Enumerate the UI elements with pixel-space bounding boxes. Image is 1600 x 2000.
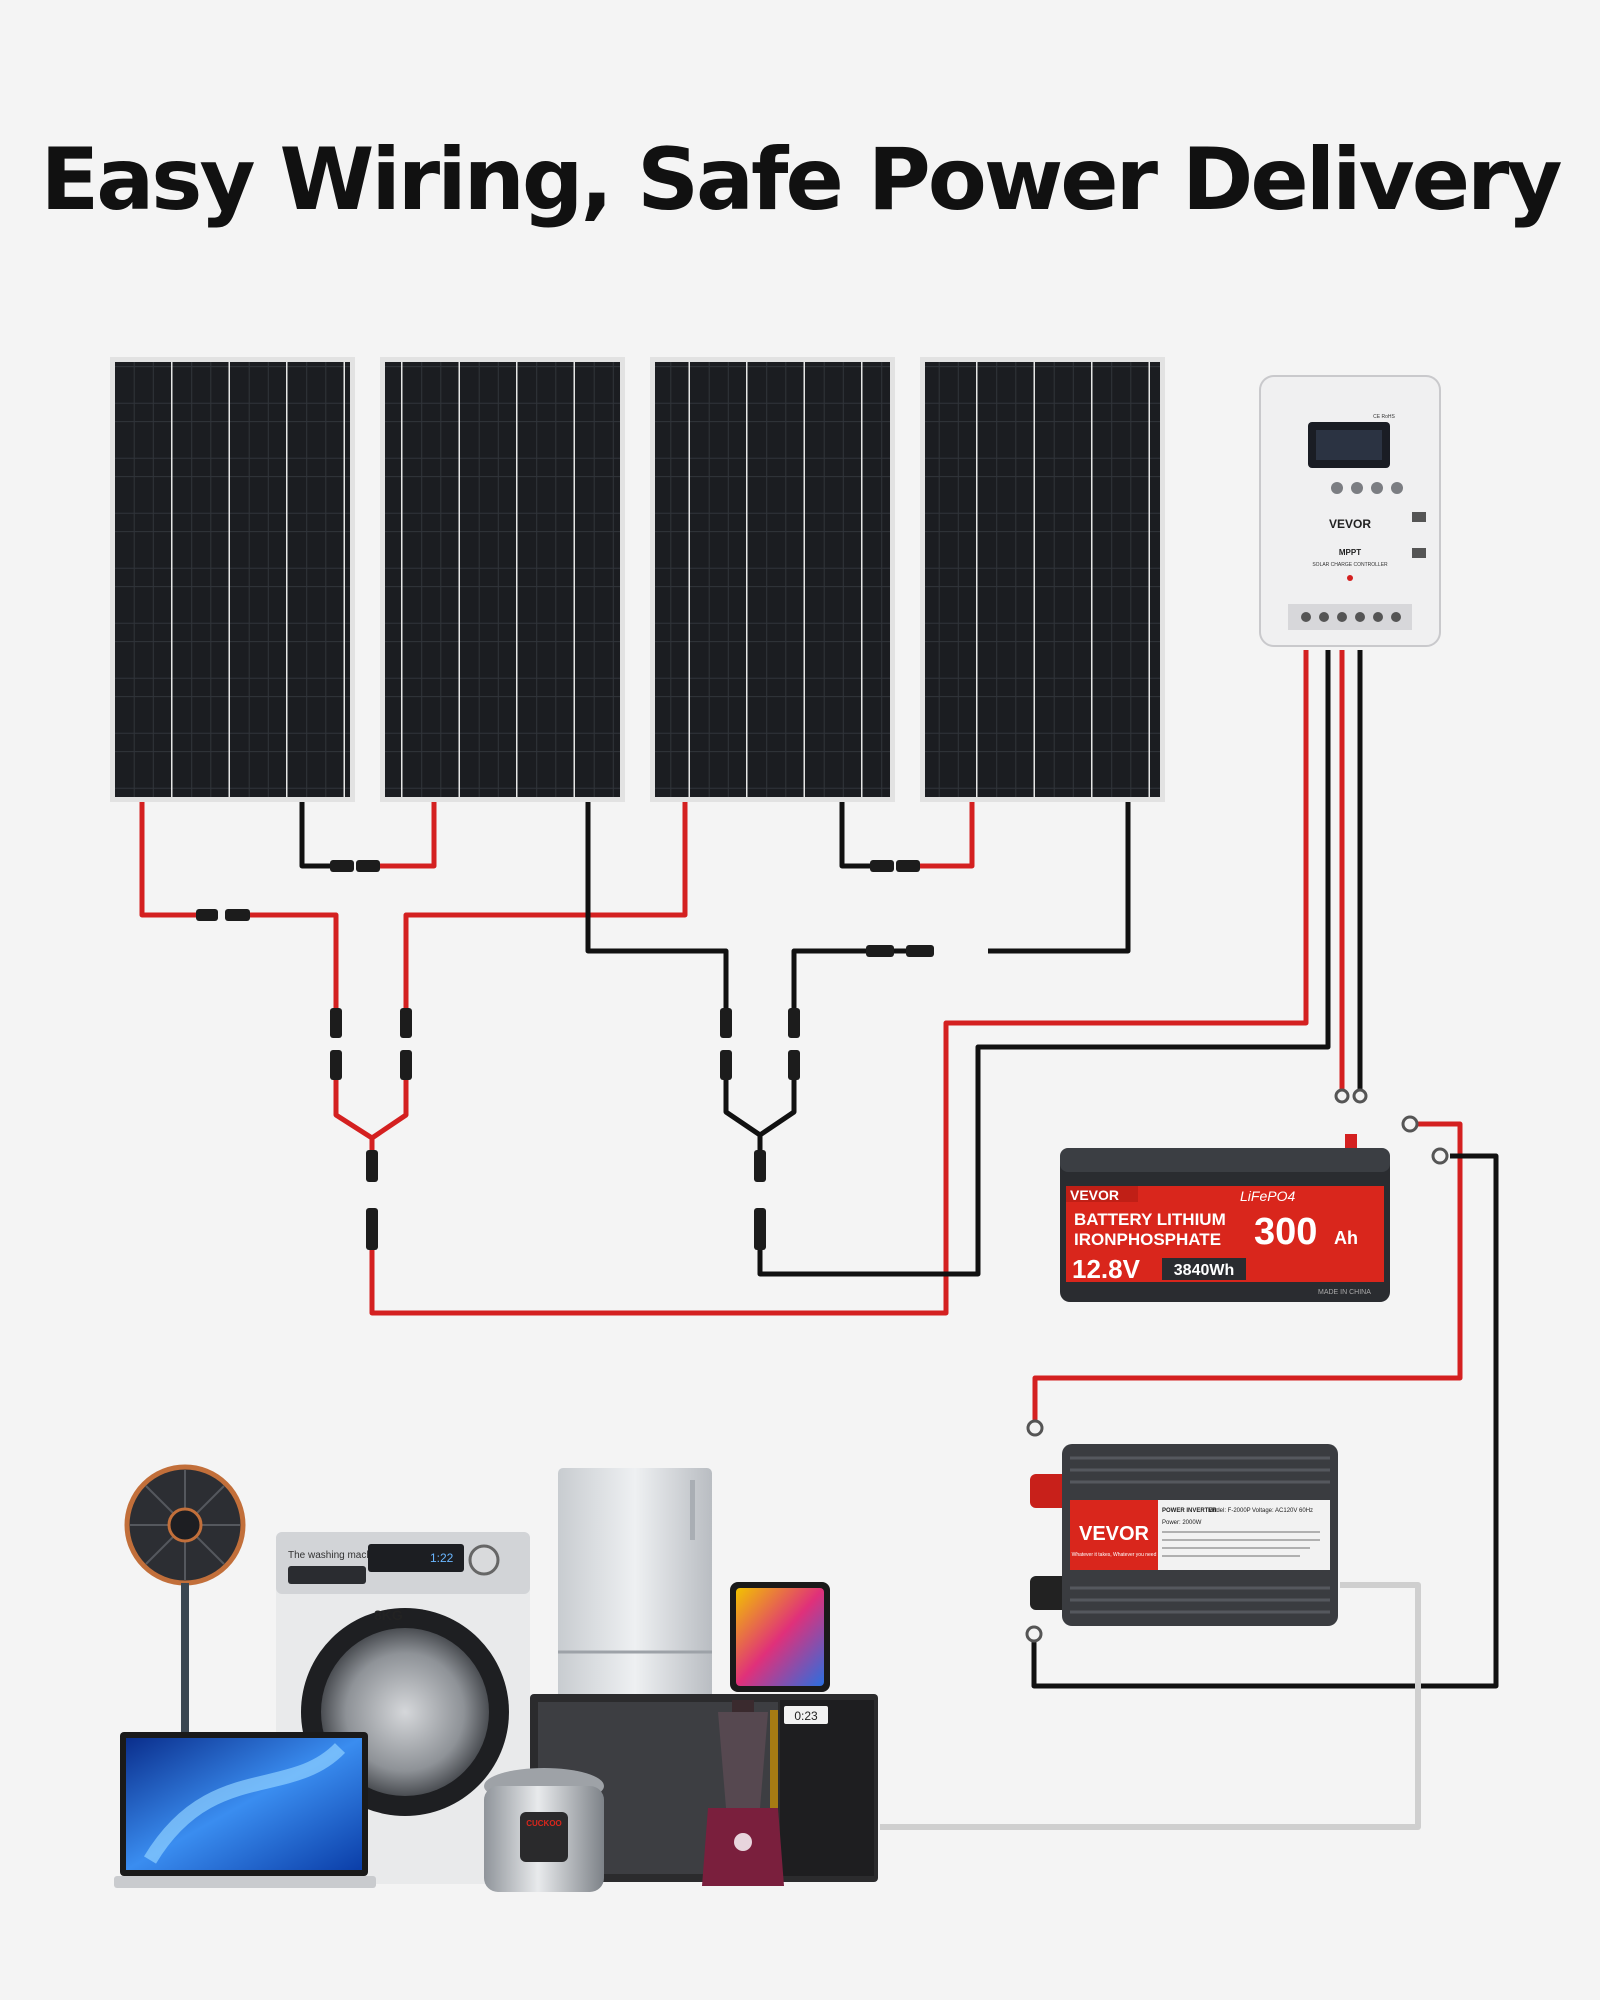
solar-panel-3: [650, 357, 895, 802]
solar-panel-1: [110, 357, 355, 802]
solar-panel-4: [920, 357, 1165, 802]
washer-label: The washing machine: [288, 1550, 386, 1561]
battery-voltage: 12.8V: [1072, 1254, 1141, 1284]
tablet: [730, 1582, 830, 1692]
battery-capacity-unit: Ah: [1334, 1228, 1358, 1248]
wire-p3-negative: [839, 802, 870, 869]
wire-battery-inverter-negative: [1031, 1153, 1499, 1689]
battery-capacity: 300: [1254, 1211, 1317, 1253]
blender: [702, 1700, 784, 1886]
battery-brand: VEVOR: [1070, 1187, 1119, 1203]
wire-p3-positive: [403, 802, 688, 1008]
rice-cooker: CUCKOO: [484, 1768, 604, 1892]
wire-pv-positive-run: [369, 650, 1309, 1316]
wire-p1-negative: [299, 802, 330, 869]
wire-p1-positive: [139, 802, 196, 918]
inverter-brand: VEVOR: [1079, 1523, 1150, 1545]
microwave-display: 0:23: [794, 1709, 818, 1723]
mppt-charge-controller: VEVOR MPPT SOLAR CHARGE CONTROLLER CE Ro…: [1259, 375, 1441, 647]
washer-display: 1:22: [430, 1551, 454, 1565]
power-inverter: VEVOR Whatever it takes, Whatever you ne…: [1030, 1444, 1338, 1626]
wire-pv-negative-run: [757, 650, 1331, 1277]
cooker-brand: CUCKOO: [526, 1819, 562, 1828]
mc4-connectors: [196, 860, 934, 1250]
wire-p4-positive: [920, 802, 975, 869]
inverter-power: Power: 2000W: [1162, 1520, 1202, 1526]
ring-terminals: [1025, 1088, 1449, 1643]
wire-p2-negative: [585, 802, 729, 1008]
wire-p4-negative: [988, 802, 1131, 954]
wire-ac-output: [880, 1582, 1421, 1830]
dc-wiring: [139, 650, 1499, 1830]
laptop: [114, 1732, 376, 1888]
battery-energy: 3840Wh: [1174, 1262, 1234, 1279]
controller-brand: VEVOR: [1329, 517, 1371, 531]
inverter-voltage: Voltage: AC120V 60Hz: [1252, 1508, 1313, 1514]
lifepo4-battery: VEVOR LiFePO4 BATTERY LITHIUM IRONPHOSPH…: [1060, 1134, 1390, 1302]
battery-label-line2: IRONPHOSPHATE: [1074, 1230, 1221, 1249]
washer-capacity: 8KG: [374, 1607, 403, 1623]
standing-fan: [124, 1464, 246, 1733]
inverter-label-title: POWER INVERTER: [1162, 1508, 1217, 1514]
controller-marks: CE RoHS: [1373, 414, 1395, 420]
wire-p2-positive: [380, 802, 437, 869]
controller-label-mppt: MPPT: [1339, 548, 1361, 557]
inverter-tagline: Whatever it takes, Whatever you need: [1072, 1552, 1157, 1558]
refrigerator: [558, 1468, 712, 1756]
washing-machine: The washing machine 1:22 8KG: [276, 1532, 530, 1884]
controller-label-type: SOLAR CHARGE CONTROLLER: [1312, 562, 1388, 568]
battery-origin: MADE IN CHINA: [1318, 1289, 1371, 1296]
wire-battery-inverter-positive: [1032, 1121, 1463, 1420]
page-title: Easy Wiring, Safe Power Delivery: [40, 130, 1562, 230]
battery-chemistry: LiFePO4: [1240, 1188, 1295, 1204]
solar-panel-2: [380, 357, 625, 802]
battery-label-line1: BATTERY LITHIUM: [1074, 1210, 1226, 1229]
inverter-model: Model: F-2000P: [1208, 1508, 1251, 1514]
